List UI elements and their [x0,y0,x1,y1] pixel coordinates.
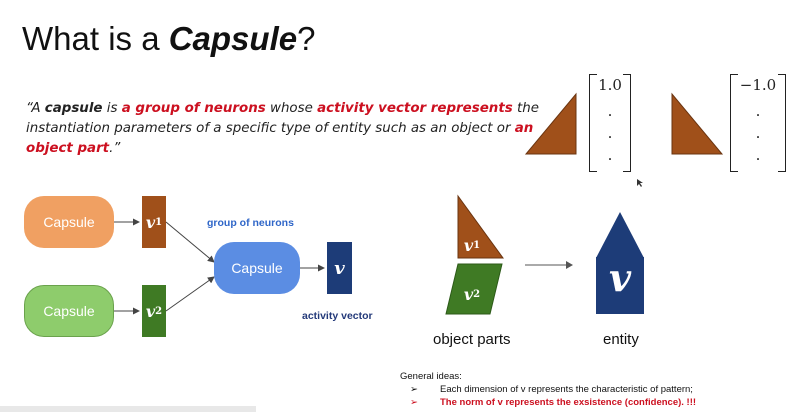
vector-matrix-left: 1.0 . . . [589,74,631,172]
vector-v-output-box: v [327,242,352,294]
general-ideas-title: General ideas: [400,371,462,382]
capsule-orange: Capsule [24,196,114,248]
entity-house-shape [596,212,644,314]
matrix-right-cell-3: . [755,124,761,142]
matrix-left-cell-2: . [607,102,613,120]
general-idea-item-1: ➢Each dimension of v represents the char… [410,384,693,395]
page-title: What is a Capsule? [22,20,316,57]
quote-group-of-neurons: a group of neurons [121,101,266,116]
entity-label: entity [603,331,639,348]
matrix-right-cell-4: . [755,146,761,164]
entity-arrow [525,261,573,269]
matrix-left-cell-1: 1.0 [598,76,622,94]
matrix-left-cell-3: . [607,124,613,142]
arrow-bullet-icon: ➢ [410,397,418,408]
triangle-shape-left [524,92,577,155]
vector-matrix-right: −1.0 . . . [730,74,786,172]
quote-object-part: an object part [26,121,534,156]
object-parts-label: object parts [433,331,511,348]
group-of-neurons-label: group of neurons [207,217,294,229]
triangle-shape-right [671,92,724,155]
bottom-progress-strip [0,406,256,412]
object-part-parallelogram [445,263,503,315]
capsule-green: Capsule [24,285,114,337]
capsule-blue: Capsule [214,242,300,294]
quote-activity-vector: activity vector represents [317,101,513,116]
arrow-bullet-icon: ➢ [410,384,418,395]
matrix-right-cell-2: . [755,102,761,120]
cursor-icon [637,179,643,187]
title-emphasis: Capsule [168,20,298,57]
entity-v-letter: v [608,254,632,300]
matrix-left-cell-4: . [607,146,613,164]
activity-vector-label: activity vector [302,310,373,322]
diagram-connectors [114,218,325,315]
matrix-right-cell-1: −1.0 [739,76,777,94]
general-idea-item-2: ➢The norm of v represents the exsistence… [410,397,697,408]
capsule-definition-quote: “A capsule is a group of neurons whose a… [26,101,539,156]
quote-capsule-word: capsule [44,101,103,116]
object-part-triangle [457,194,504,259]
